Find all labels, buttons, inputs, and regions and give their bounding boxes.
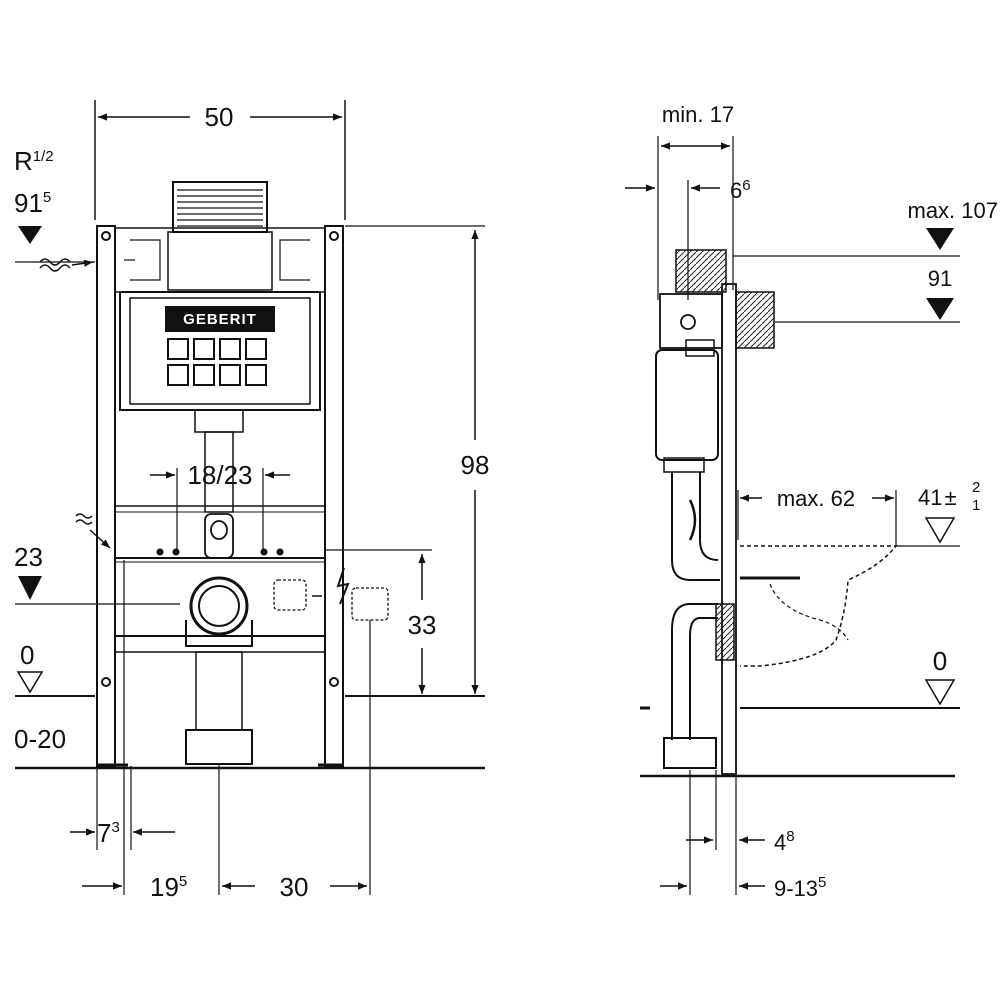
cistern-height-label: 91 <box>928 266 952 291</box>
total-height-label: 98 <box>461 450 490 480</box>
max-height-label: max. 107 <box>908 198 999 223</box>
supply-height-label: 915 <box>14 188 51 218</box>
side-view <box>625 136 960 895</box>
supply-thread-label: R1/2 <box>14 146 54 176</box>
frame-depth-label: 48 <box>774 828 795 855</box>
front-view <box>15 100 485 895</box>
socket-height-label: 33 <box>408 610 437 640</box>
labels: GEBERIT 50 R1/2 915 23 0 0-20 98 18/23 3… <box>14 102 998 902</box>
flush-button-grid <box>167 338 267 386</box>
wall-range-label: 9-135 <box>774 874 826 901</box>
tolerance-plus: 2 <box>972 479 980 496</box>
min-depth-label: min. 17 <box>662 102 734 127</box>
drain-bend <box>189 576 249 636</box>
floor-range-label: 0-20 <box>14 724 66 754</box>
tolerance-minus: 1 <box>972 497 980 514</box>
wc-pan-outline <box>740 545 898 667</box>
max-projection-label: max. 62 <box>777 486 855 511</box>
socket-offset-label: 30 <box>280 872 309 902</box>
inlet-height-label: 23 <box>14 542 43 572</box>
width-label: 50 <box>205 102 234 132</box>
pipe-offset-label: 66 <box>730 177 751 203</box>
side-zero-level-label: 0 <box>933 646 947 676</box>
zero-level-label: 0 <box>20 640 34 670</box>
fixing-spacing-label: 18/23 <box>187 460 252 490</box>
logo-bar <box>165 306 275 332</box>
pan-height-label: 41± <box>918 485 957 510</box>
logo-text: GEBERIT <box>183 311 257 328</box>
drain-offset-label: 195 <box>150 872 187 902</box>
leg-offset-label: 73 <box>97 818 120 848</box>
